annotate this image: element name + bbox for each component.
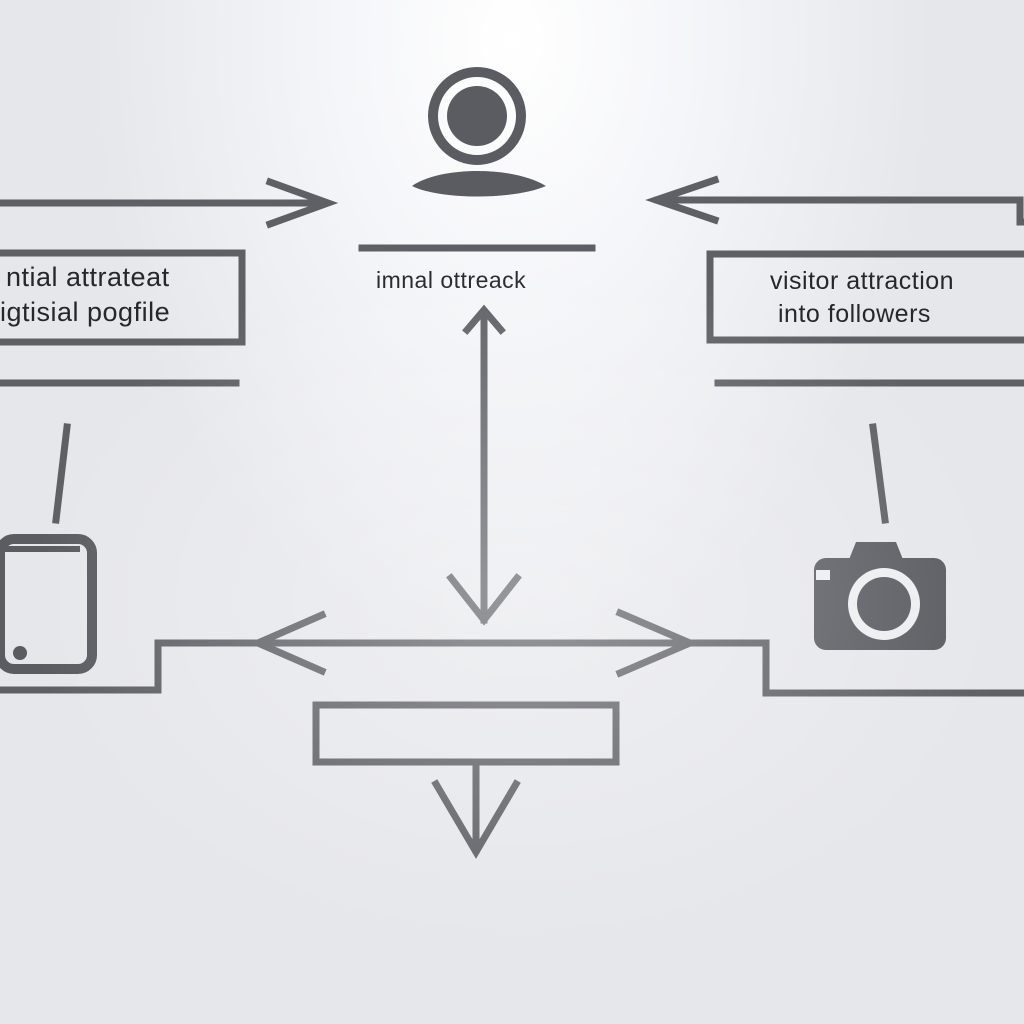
left-connector: [52, 423, 71, 524]
left-label-box: [0, 249, 246, 346]
user-avatar-icon: [412, 67, 546, 197]
center-label: imnal ottreack: [376, 267, 527, 293]
vertical-arrow-up-head: [462, 304, 506, 335]
arrow-top-right-head: [645, 175, 720, 225]
left-label-line1: ntial attrateat: [6, 262, 170, 292]
right-label-line2: into followers: [778, 300, 931, 328]
right-label-box: [706, 250, 1024, 344]
right-connector: [869, 423, 889, 524]
bottom-box: [312, 701, 620, 766]
arrow-top-left-head: [265, 177, 339, 229]
left-label-line2: igtisial pogfile: [0, 297, 171, 327]
camera-icon: [814, 542, 946, 650]
vertical-arrow-down-head: [446, 573, 522, 626]
bottom-right-step-line: [636, 639, 1024, 697]
bottom-left-step-line: [0, 639, 294, 694]
down-arrow-head: [431, 779, 521, 859]
horizontal-arrow-left-head: [249, 610, 327, 676]
smartphone-icon: [0, 534, 97, 674]
arrow-top-right-line: [654, 196, 1024, 226]
right-label-line1: visitor attraction: [770, 267, 955, 295]
